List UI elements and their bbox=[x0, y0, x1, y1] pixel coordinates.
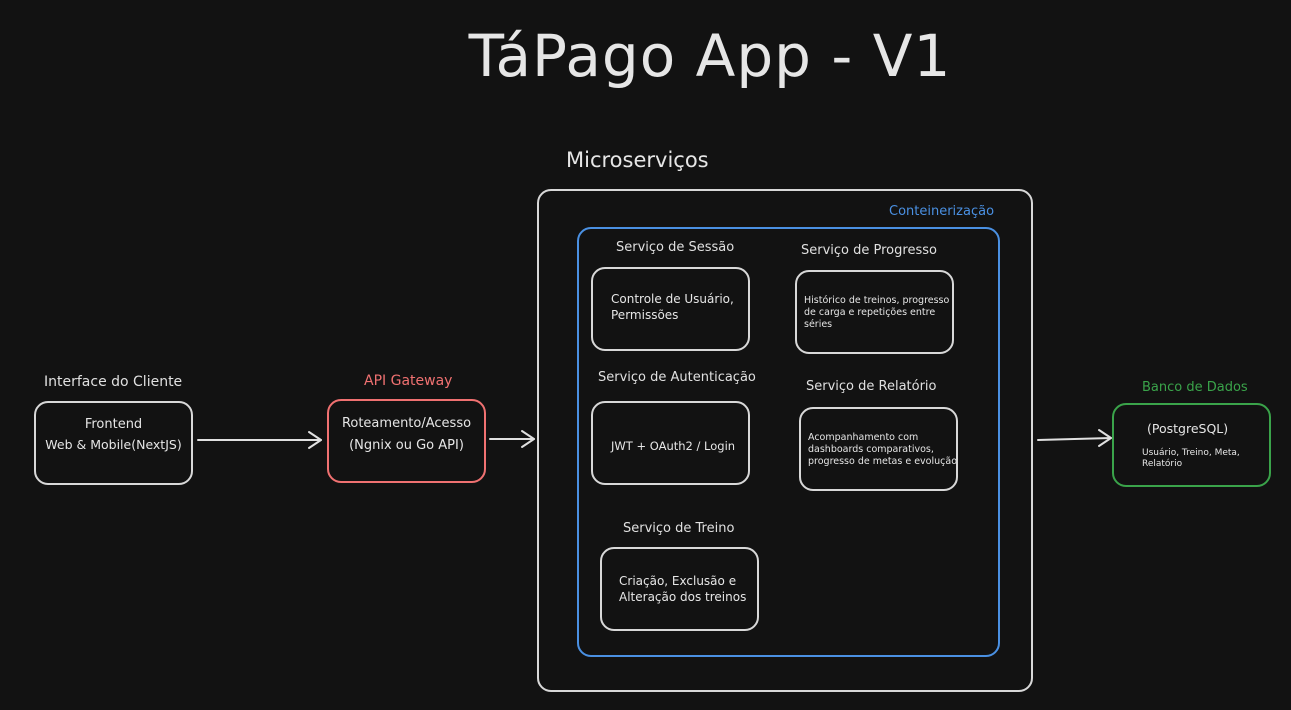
arrow-gateway-to-microservices bbox=[489, 430, 535, 448]
relatorio-text: Acompanhamento com dashboards comparativ… bbox=[808, 432, 958, 467]
gateway-heading: API Gateway bbox=[364, 373, 453, 389]
autenticacao-box: JWT + OAuth2 / Login bbox=[591, 401, 750, 485]
treino-text: Criação, Exclusão e Alteração dos treino… bbox=[619, 574, 747, 604]
diagram-title: TáPago App - V1 bbox=[468, 22, 952, 90]
progresso-box: Histórico de treinos, progresso de carga… bbox=[795, 270, 954, 354]
container-box bbox=[577, 227, 1000, 657]
client-line2: Web & Mobile(NextJS) bbox=[45, 437, 182, 452]
gateway-line1: Roteamento/Acesso bbox=[341, 416, 472, 431]
gateway-line2: (Ngnix ou Go API) bbox=[349, 438, 464, 453]
relatorio-heading: Serviço de Relatório bbox=[806, 379, 937, 394]
client-heading: Interface do Cliente bbox=[44, 374, 183, 390]
client-box: Frontend Web & Mobile(NextJS) bbox=[34, 401, 193, 485]
container-label: Conteinerização bbox=[889, 204, 995, 219]
sessao-box: Controle de Usuário, Permissões bbox=[591, 267, 750, 351]
database-box: (PostgreSQL) Usuário, Treino, Meta, Rela… bbox=[1112, 403, 1271, 487]
progresso-text: Histórico de treinos, progresso de carga… bbox=[804, 295, 950, 330]
autenticacao-text: JWT + OAuth2 / Login bbox=[611, 439, 736, 453]
gateway-box: Roteamento/Acesso (Ngnix ou Go API) bbox=[327, 399, 486, 483]
relatorio-box: Acompanhamento com dashboards comparativ… bbox=[799, 407, 958, 491]
sessao-heading: Serviço de Sessão bbox=[616, 240, 735, 255]
database-heading: Banco de Dados bbox=[1142, 380, 1248, 395]
treino-box: Criação, Exclusão e Alteração dos treino… bbox=[600, 547, 759, 631]
microservices-box bbox=[537, 189, 1033, 692]
sessao-text: Controle de Usuário, Permissões bbox=[611, 292, 734, 322]
treino-heading: Serviço de Treino bbox=[623, 521, 735, 536]
autenticacao-heading: Serviço de Autenticação bbox=[598, 370, 756, 385]
microservices-heading: Microserviços bbox=[566, 148, 709, 172]
database-line1: (PostgreSQL) bbox=[1147, 421, 1229, 436]
client-line1: Frontend bbox=[84, 417, 143, 432]
progresso-heading: Serviço de Progresso bbox=[801, 243, 937, 258]
arrow-client-to-gateway bbox=[197, 431, 322, 449]
database-line2: Usuário, Treino, Meta, Relatório bbox=[1142, 448, 1240, 469]
arrow-microservices-to-database bbox=[1037, 429, 1112, 447]
